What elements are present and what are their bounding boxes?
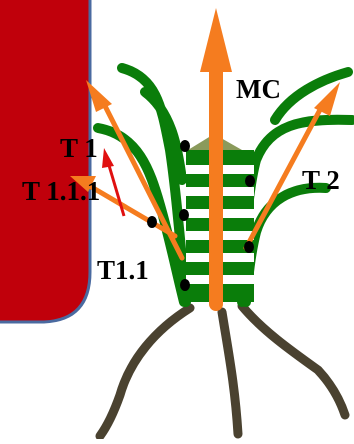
node — [179, 209, 189, 221]
node — [180, 279, 190, 291]
red-arrow — [102, 148, 124, 216]
arrow-main-culm-head — [200, 8, 232, 72]
roots — [100, 306, 345, 436]
label-tiller-1-1-1: T 1.1.1 — [22, 176, 100, 206]
root-right — [242, 306, 345, 415]
label-tiller-1-1: T1.1 — [97, 255, 149, 285]
root-left — [100, 308, 190, 436]
leaf-right-inner — [275, 72, 348, 120]
leaf-right-lower — [246, 188, 326, 302]
leaf-right-upper — [242, 120, 352, 302]
node — [180, 140, 190, 152]
root-middle — [222, 312, 238, 434]
label-main-culm: MC — [236, 74, 281, 104]
label-tiller-1: T 1 — [60, 133, 98, 163]
node — [147, 216, 157, 228]
node — [244, 241, 254, 253]
label-tiller-2: T 2 — [302, 165, 340, 195]
node — [245, 175, 255, 187]
